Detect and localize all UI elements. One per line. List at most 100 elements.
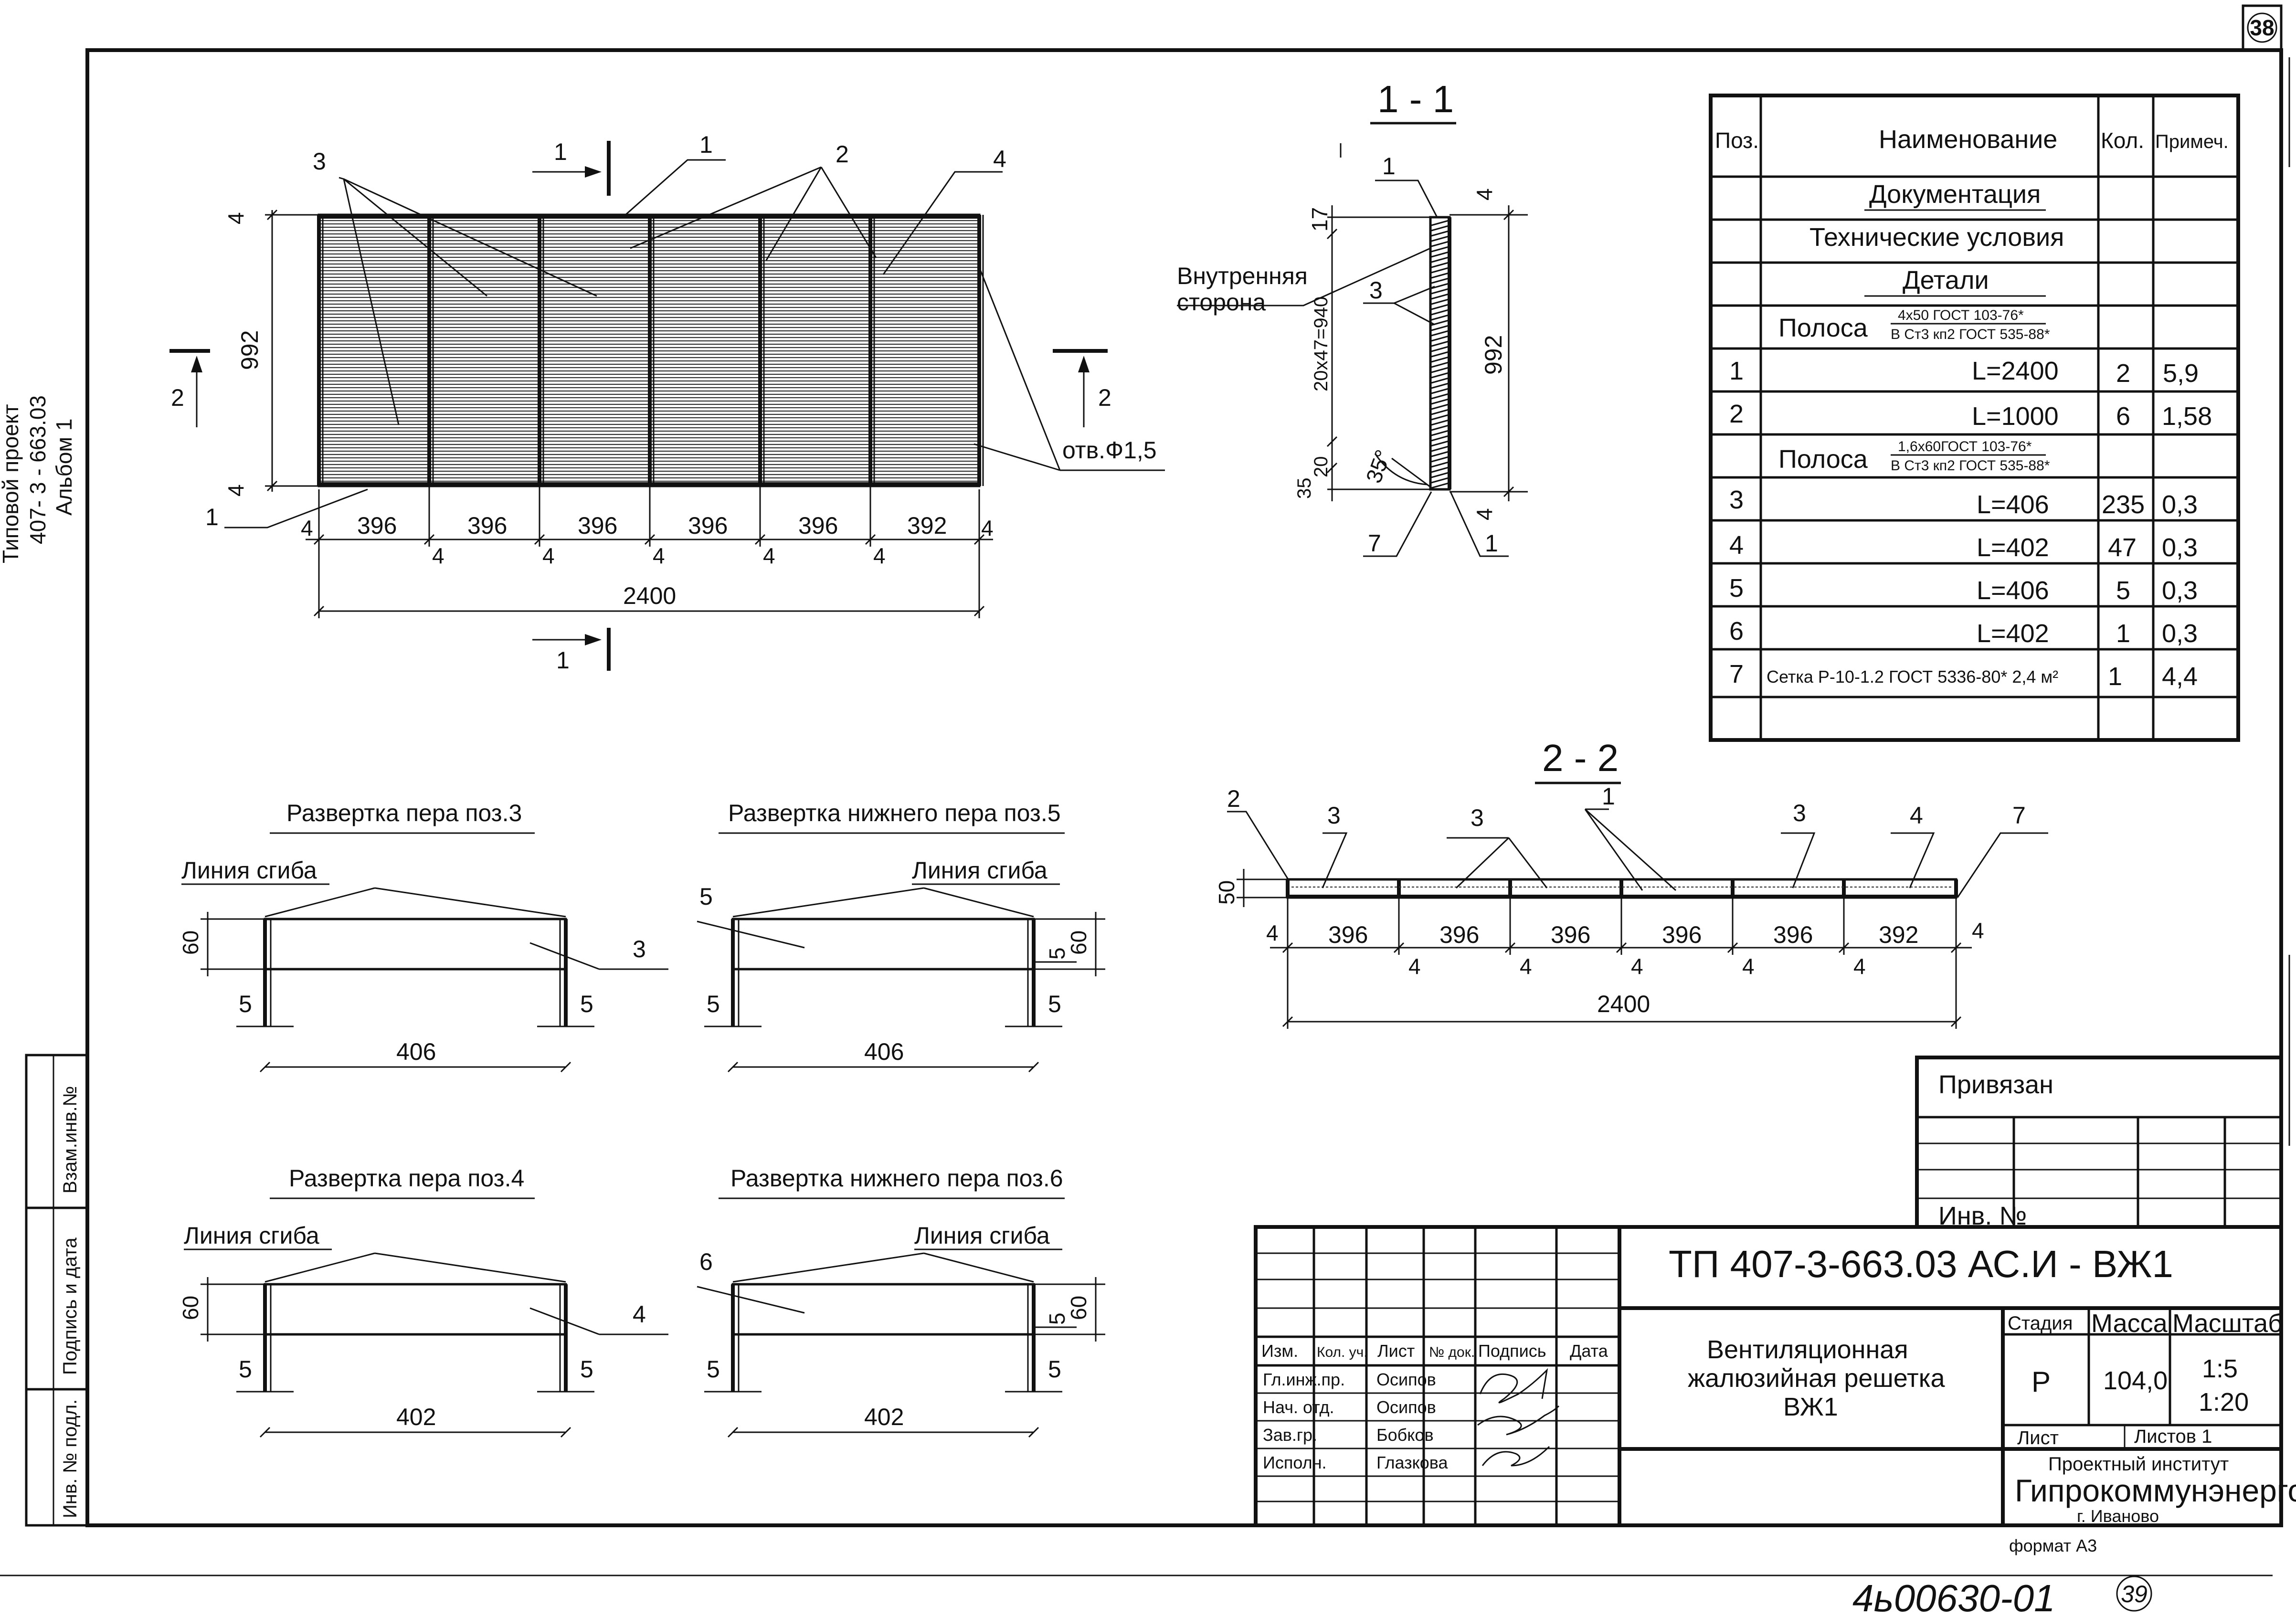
sec11-d4-top: 4: [1472, 188, 1497, 201]
sec22-label-3c: 3: [1793, 800, 1806, 826]
tb-h-sign: Подпись: [1478, 1341, 1546, 1361]
plan-total: 2400: [623, 582, 676, 609]
plan-span-4: 396: [688, 512, 728, 539]
development-title-3: Развертка пера поз.4: [289, 1165, 524, 1192]
development-edge-left-2: 5: [707, 991, 720, 1017]
sec11-p3: 3: [1369, 277, 1383, 304]
plan-gap-4: 4: [763, 543, 775, 568]
spec-row-4-pos: 1: [1729, 357, 1744, 385]
spec-row-5-note: 1,58: [2162, 402, 2212, 431]
sec22-gap-right: 4: [1972, 918, 1984, 943]
plan-edge-top: 4: [223, 212, 248, 224]
spec-row-5-name: L=1000: [1972, 402, 2059, 431]
sec22-total: 2400: [1597, 991, 1650, 1017]
spec-row-10-qty: 1: [2116, 619, 2130, 648]
spec-row-9-pos: 5: [1729, 574, 1744, 602]
sec22-gap-5: 4: [1853, 954, 1866, 979]
tb-name-1: Вентиляционная: [1707, 1335, 1908, 1364]
plan-span-1: 396: [357, 512, 397, 539]
plan-leader-1: 1: [699, 131, 713, 158]
sec22-span-2: 396: [1439, 921, 1479, 948]
tb-name-2: жалюзийная решетка: [1688, 1364, 1946, 1393]
tb-code: ТП 407-3-663.03 АС.И - ВЖ1: [1669, 1243, 2173, 1285]
plan-leader-3: 3: [313, 148, 326, 175]
plan-edge-bottom: 4: [223, 484, 248, 497]
tb-role-2: Нач. отд.: [1263, 1397, 1334, 1417]
spec-row-8-name: L=402: [1977, 533, 2049, 562]
tb-h-date: Дата: [1570, 1341, 1608, 1361]
spec-header-name: Наименование: [1879, 125, 2057, 154]
sec22-gap-1: 4: [1408, 954, 1421, 979]
development-height-1: 60: [178, 930, 203, 955]
plan-gap-right: 4: [981, 516, 994, 540]
development-pos-1: 3: [633, 936, 646, 962]
plan-height-dim: 992: [236, 330, 263, 370]
tb-h-scale: Масштаб: [2172, 1309, 2283, 1338]
spec-row-6-name: Полоса: [1778, 445, 1868, 474]
spec-row-5-pos: 2: [1729, 400, 1744, 428]
development-height-2: 60: [1066, 930, 1091, 955]
plan-hole-note: отв.Ф1,5: [1062, 437, 1157, 464]
section-2-2: 2 - 2 50 4 396 396 396 396 396 392 4 4 4…: [1214, 737, 2048, 1029]
section-mark-2-left: 2: [171, 384, 184, 411]
spec-row-3-std1: 4х50 ГОСТ 103-76*: [1898, 307, 2024, 323]
sec22-span-4: 396: [1662, 921, 1702, 948]
sec11-inner-2: сторона: [1177, 289, 1266, 316]
tb-h-doc: № док.: [1429, 1344, 1475, 1360]
left-strip-label-1: Взам.инв.№: [60, 1086, 81, 1194]
development-length-4: 402: [864, 1404, 904, 1430]
sec11-d4-bottom: 4: [1472, 508, 1497, 520]
sec11-d20: 20: [1311, 456, 1332, 478]
tb-scale-1: 1:5: [2202, 1354, 2238, 1383]
spec-row-3-std2: В Ст3 кп2 ГОСТ 535-88*: [1891, 327, 2050, 342]
spec-row-7-name: L=406: [1977, 490, 2049, 519]
plan-gap-3: 4: [653, 543, 665, 568]
section-mark-2-right: 2: [1098, 384, 1111, 411]
sec22-gap-2: 4: [1520, 954, 1532, 979]
tb-role-4: Исполн.: [1263, 1453, 1327, 1472]
development-title-2: Развертка нижнего пера поз.5: [728, 800, 1061, 826]
tb-h-stage: Стадия: [2008, 1313, 2073, 1334]
spec-table: Поз. Наименование Кол. Примеч. Документа…: [1709, 94, 2240, 742]
development-bend-2: Линия сгиба: [912, 857, 1047, 884]
development-length-2: 406: [864, 1038, 904, 1065]
development-edge-right-2: 5: [1048, 991, 1061, 1017]
plan-span-6: 392: [907, 512, 947, 539]
binding-box: Привязан Инв. №: [1915, 1056, 2283, 1230]
spec-header-qty: Кол.: [2101, 128, 2144, 153]
tb-h-izm: Изм.: [1261, 1341, 1298, 1361]
section-1-1-title: 1 - 1: [1377, 78, 1454, 120]
development-edge-left-3: 5: [239, 1356, 252, 1383]
plan-pos1: 1: [205, 504, 219, 530]
plan-gap-5: 4: [873, 543, 886, 568]
sheet-number: 38: [2250, 15, 2274, 40]
tb-mass: 104,0: [2103, 1366, 2168, 1395]
sec22-label-3b: 3: [1471, 804, 1484, 831]
plan-gap-left: 4: [301, 516, 313, 540]
sec11-d35: 35: [1294, 478, 1315, 499]
spec-row-2-name: Детали: [1903, 266, 1989, 295]
bottom-page-number: 39: [2121, 1581, 2148, 1607]
sec22-span-6: 392: [1879, 921, 1918, 948]
plan-span-2: 396: [467, 512, 507, 539]
left-strip-label-3: Инв. № подл.: [60, 1399, 81, 1518]
development-inner-edge-2: 5: [1045, 947, 1069, 960]
project-label-2: 407- 3 - 663.03: [25, 395, 50, 544]
spec-row-3-name: Полоса: [1778, 314, 1868, 342]
spec-row-6-std2: В Ст3 кп2 ГОСТ 535-88*: [1891, 458, 2050, 474]
development-length-1: 406: [396, 1038, 436, 1065]
development-title-4: Развертка нижнего пера поз.6: [730, 1165, 1063, 1192]
plan-view: 992 4 4 4 396 396 396 396 396 392 4 4 4 …: [169, 131, 1165, 674]
tb-name-r3: Бобков: [1376, 1425, 1434, 1445]
spec-row-11-name: Сетка Р-10-1.2 ГОСТ 5336-80* 2,4 м²: [1767, 667, 2058, 687]
section-mark-1-bottom: 1: [556, 647, 570, 674]
development-edge-left-4: 5: [707, 1356, 720, 1383]
left-strip-label-2: Подпись и дата: [60, 1237, 81, 1375]
development-pos-3: 4: [633, 1301, 646, 1328]
tb-role-3: Зав.гр.: [1263, 1425, 1317, 1445]
sec22-span-5: 396: [1773, 921, 1813, 948]
